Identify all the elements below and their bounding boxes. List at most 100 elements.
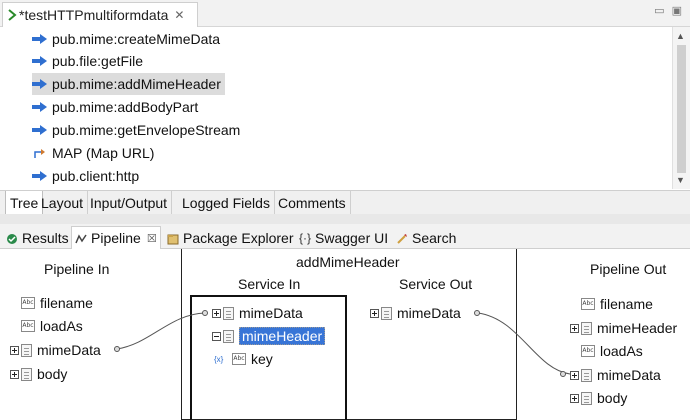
- tab-search[interactable]: Search: [393, 226, 459, 249]
- collapse-icon[interactable]: [212, 331, 221, 341]
- tab-input-output[interactable]: Input/Output: [86, 191, 173, 215]
- tab-label: Comments: [278, 195, 346, 211]
- expand-icon[interactable]: [10, 369, 19, 379]
- pipeline-in-header: Pipeline In: [44, 261, 110, 277]
- tab-label: Swagger UI: [315, 229, 389, 246]
- pipeline-in-var[interactable]: Abc filename: [10, 294, 93, 312]
- link-handle-icon[interactable]: [114, 346, 120, 352]
- tab-label: Tree: [10, 194, 39, 211]
- document-icon: [581, 368, 592, 382]
- service-in-box: [190, 295, 347, 420]
- flow-service-icon: [7, 8, 17, 22]
- invoke-arrow-icon: [32, 170, 48, 182]
- document-icon: [581, 391, 592, 405]
- vertical-scrollbar[interactable]: ▲ ▼: [672, 27, 690, 189]
- tab-layout[interactable]: Layout: [37, 191, 89, 215]
- flow-step-selected[interactable]: pub.mime:addMimeHeader: [32, 73, 225, 95]
- flow-step[interactable]: pub.mime:createMimeData: [32, 28, 224, 50]
- service-in-header: Service In: [238, 276, 301, 292]
- link-handle-icon[interactable]: [560, 371, 566, 377]
- string-icon: Abc: [581, 298, 595, 310]
- tab-comments[interactable]: Comments: [274, 191, 351, 215]
- var-label: mimeData: [597, 367, 661, 383]
- invoke-arrow-icon: [32, 33, 48, 45]
- search-icon: [396, 232, 408, 244]
- editor-view-tabs: Tree Layout Input/Output Logged Fields C…: [0, 190, 690, 215]
- close-icon[interactable]: ✕: [174, 8, 185, 22]
- pipeline-in-var[interactable]: mimeData: [10, 341, 101, 359]
- expand-icon[interactable]: [570, 393, 579, 403]
- tab-package-explorer[interactable]: Package Explorer: [164, 226, 297, 249]
- flow-step[interactable]: pub.file:getFile: [32, 50, 147, 72]
- tab-swagger-ui[interactable]: {·} Swagger UI: [296, 226, 391, 249]
- scroll-down-icon[interactable]: ▼: [676, 175, 685, 185]
- var-label: mimeData: [37, 342, 101, 358]
- pipeline-in-var[interactable]: body: [10, 365, 67, 383]
- close-icon[interactable]: ☒: [146, 232, 157, 245]
- minimize-maximize-icons[interactable]: ▭ ▣: [654, 5, 684, 17]
- service-in-var[interactable]: mimeData: [212, 304, 303, 322]
- string-icon: Abc: [232, 353, 246, 365]
- map-icon: [32, 147, 48, 159]
- service-out-var[interactable]: mimeData: [370, 304, 461, 322]
- step-label: MAP (Map URL): [52, 145, 155, 161]
- pipeline-view: Pipeline In addMimeHeader Service In Ser…: [0, 249, 690, 420]
- var-label: loadAs: [600, 343, 643, 359]
- step-label: pub.client:http: [52, 168, 140, 184]
- pipeline-out-var[interactable]: body: [570, 389, 627, 407]
- tab-label: Results: [22, 229, 69, 246]
- tab-label: Layout: [41, 195, 84, 211]
- tab-label: Package Explorer: [183, 229, 294, 246]
- service-out-header: Service Out: [399, 276, 473, 292]
- service-in-var[interactable]: {x} Abc key: [214, 350, 273, 368]
- tab-label: Search: [412, 229, 457, 246]
- var-label: loadAs: [40, 318, 83, 334]
- scroll-up-icon[interactable]: ▲: [676, 31, 685, 41]
- var-label: mimeData: [397, 305, 461, 321]
- var-label: mimeHeader: [239, 327, 326, 345]
- step-label: pub.mime:addBodyPart: [52, 99, 199, 115]
- pipeline-links: [116, 312, 571, 375]
- service-in-var-selected[interactable]: mimeHeader: [212, 327, 326, 345]
- var-label: filename: [40, 295, 93, 311]
- invoke-arrow-icon: [32, 124, 48, 136]
- pipeline-out-var[interactable]: mimeData: [570, 366, 661, 384]
- expand-icon[interactable]: [570, 370, 579, 380]
- step-label: pub.mime:getEnvelopeStream: [52, 122, 241, 138]
- document-icon: [21, 367, 32, 381]
- document-icon: [223, 329, 234, 343]
- pipeline-icon: [75, 232, 87, 244]
- var-label: body: [597, 390, 628, 406]
- pipeline-out-var[interactable]: Abc loadAs: [570, 342, 643, 360]
- editor-tab[interactable]: *testHTTPmultiformdata ✕: [2, 2, 198, 27]
- expand-icon[interactable]: [570, 323, 579, 333]
- panel-divider[interactable]: [0, 214, 690, 224]
- pipeline-out-header: Pipeline Out: [590, 261, 667, 277]
- link-handle-icon[interactable]: [202, 310, 208, 316]
- link-mimedata-in[interactable]: [116, 312, 206, 350]
- flow-step[interactable]: pub.client:http: [32, 165, 143, 187]
- string-icon: Abc: [21, 320, 35, 332]
- link-handle-icon[interactable]: [474, 310, 480, 316]
- pipeline-out-var[interactable]: mimeHeader: [570, 319, 677, 337]
- link-mimedata-out[interactable]: [477, 312, 571, 375]
- tab-logged-fields[interactable]: Logged Fields: [178, 191, 275, 215]
- pipeline-in-var[interactable]: Abc loadAs: [10, 317, 83, 335]
- scrollbar-thumb[interactable]: [677, 45, 686, 173]
- flow-step[interactable]: pub.mime:getEnvelopeStream: [32, 119, 244, 141]
- var-label: key: [251, 351, 273, 367]
- flow-step[interactable]: MAP (Map URL): [32, 142, 158, 164]
- invoke-arrow-icon: [32, 101, 48, 113]
- document-icon: [21, 343, 32, 357]
- tab-results[interactable]: Results: [3, 226, 72, 249]
- pipeline-out-var[interactable]: Abc filename: [570, 295, 653, 313]
- tab-tree[interactable]: Tree: [5, 191, 44, 215]
- expand-icon[interactable]: [212, 308, 221, 318]
- tab-pipeline[interactable]: Pipeline ☒: [71, 226, 161, 249]
- flow-step[interactable]: pub.mime:addBodyPart: [32, 96, 202, 118]
- document-icon: [381, 306, 392, 320]
- tab-label: Pipeline: [91, 230, 141, 246]
- expand-icon[interactable]: [370, 308, 379, 318]
- invoke-arrow-icon: [32, 78, 48, 90]
- expand-icon[interactable]: [10, 345, 19, 355]
